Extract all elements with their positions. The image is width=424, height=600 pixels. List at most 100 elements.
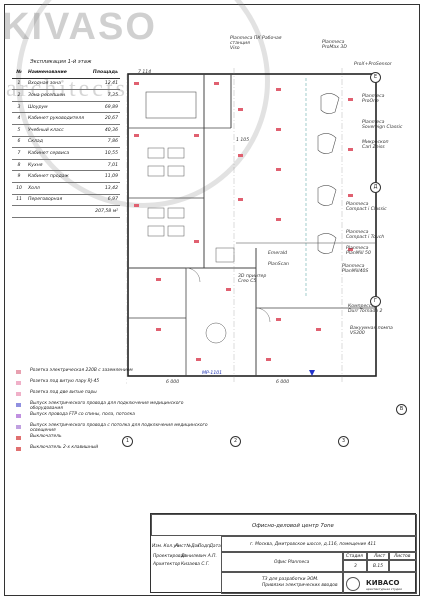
explication-cell-name: Учебный класс [26, 124, 90, 137]
explication-cell-n: 10 [12, 182, 26, 195]
reference-mark: МР-1101 [202, 371, 223, 376]
explication-cell-area: 7,35 [90, 89, 120, 102]
title-block: Офисно-деловой центр 7one г. Москва, Дми… [150, 513, 417, 594]
stamp-column-header: Лист [175, 544, 187, 549]
symbol-legend: Розетка электрическая 220В с заземлением… [12, 368, 212, 456]
dental-chair [317, 185, 337, 206]
axis-g: Г [370, 296, 381, 307]
explication-cell-name: Холл [26, 182, 90, 195]
legend-item: Выпуск электрического провода с потолка … [12, 423, 212, 434]
legend-symbol-icon [16, 381, 21, 385]
legend-text: Розетка под витую пару RJ-45 [30, 379, 100, 384]
stamp-doc: ТЗ для разработки ЭОМ. Привязки электрич… [262, 577, 338, 588]
explication-cell-area: 40,36 [90, 124, 120, 137]
header-num: № [12, 67, 26, 79]
stamp-name-2: Кизаева С.Г. [181, 562, 210, 567]
stamp-role-2: Архитектор [153, 562, 181, 567]
legend-item: Выпуск электрического провода для подклю… [12, 401, 212, 412]
entrance-marker [309, 370, 315, 376]
dental-chair [317, 133, 337, 154]
header-area: Площадь [90, 67, 120, 79]
explication-cell-name: Кухня [26, 159, 90, 172]
stamp-stage-header: Стадия [346, 554, 363, 559]
explication-cell-n: 2 [12, 89, 26, 102]
explication-cell-n: 6 [12, 136, 26, 149]
explication-cell-name: Шоурум [26, 101, 90, 114]
legend-symbol-icon [16, 414, 21, 418]
stamp-project: Офисно-деловой центр 7one [252, 523, 334, 529]
stamp-office: Офис Planmeca [274, 560, 310, 565]
legend-text: Выпуск провода FTP со спины, пола, потол… [30, 412, 135, 417]
explication-total: 207,58 м² [90, 205, 120, 218]
stamp-sheet: В.15 [373, 564, 383, 569]
explication-total-row: 207,58 м² [12, 205, 120, 218]
explication-cell-n: 8 [12, 159, 26, 172]
class-desk [147, 147, 165, 159]
outlet-markers [134, 82, 353, 361]
stamp-logo-sub: архитектурная студия [366, 587, 402, 591]
legend-item: Выключатель 2-х клавишный [12, 445, 212, 456]
explication-cell-area: 6,97 [90, 194, 120, 207]
explication-cell-n: 5 [12, 124, 26, 137]
legend-symbol-icon [16, 436, 21, 440]
stamp-column-header: Подп. [198, 544, 212, 549]
stamp-office-cell: Офис Planmeca [221, 552, 343, 572]
class-desk [167, 147, 185, 159]
class-desk [147, 207, 165, 219]
stamp-column-header: Кол.уч [163, 544, 179, 549]
axis-e: Е [370, 72, 381, 83]
stamp-role-1: Проектировал [153, 554, 187, 559]
legend-item: Розетка под две витые пары [12, 390, 212, 401]
logo-circle-icon [346, 577, 360, 591]
office-desk [145, 91, 197, 119]
dimension-3: 1 105 [236, 138, 250, 143]
dimension-4: 7 114 [138, 70, 152, 75]
legend-item: Розетка электрическая 220В с заземлением [12, 368, 212, 379]
stamp-column-header: Дата [209, 544, 221, 549]
stamp-doc-cell: ТЗ для разработки ЭОМ. Привязки электрич… [221, 572, 343, 594]
dimension-2: 6 000 [276, 380, 290, 385]
explication-cell-name: Входная зона [26, 78, 90, 91]
printer-stand [215, 247, 235, 263]
stamp-sheets-header: Листов [394, 554, 411, 559]
axis-2: 2 [230, 436, 241, 447]
explication-cell-name: Кабинет руководителя [26, 112, 90, 125]
floor-plan-svg [125, 68, 377, 384]
legend-text: Выпуск электрического провода с потолка … [30, 423, 208, 433]
explication-cell-area: 7,86 [90, 136, 120, 149]
stamp-sheet-header: Лист [374, 554, 386, 559]
label-emerald: Emerald [268, 251, 288, 256]
legend-text: Розетка электрическая 220В с заземлением [30, 368, 133, 373]
explication-cell-name: Склад [26, 136, 90, 149]
stamp-address-cell: г. Москва, Дмитровское шоссе, д.116, пом… [221, 536, 417, 552]
label-prox: ProX+ProSensor [354, 62, 392, 67]
stamp-stage: 3 [354, 564, 357, 569]
explication-cell-area: 10,55 [90, 147, 120, 160]
dental-chair [320, 93, 340, 114]
stamp-logo: КИВАСО [366, 579, 400, 587]
legend-text: Выключатель [30, 434, 62, 439]
legend-symbol-icon [16, 370, 21, 374]
axis-d: Д [370, 182, 381, 193]
round-table [205, 322, 227, 344]
stamp-project-cell: Офисно-деловой центр 7one [151, 514, 417, 536]
stamp-column-header: №Док [186, 544, 200, 549]
legend-text: Розетка под две витые пары [30, 390, 97, 395]
stamp-address: г. Москва, Дмитровское шоссе, д.116, пом… [250, 542, 377, 547]
watermark-brand: KIVASO [2, 6, 157, 48]
